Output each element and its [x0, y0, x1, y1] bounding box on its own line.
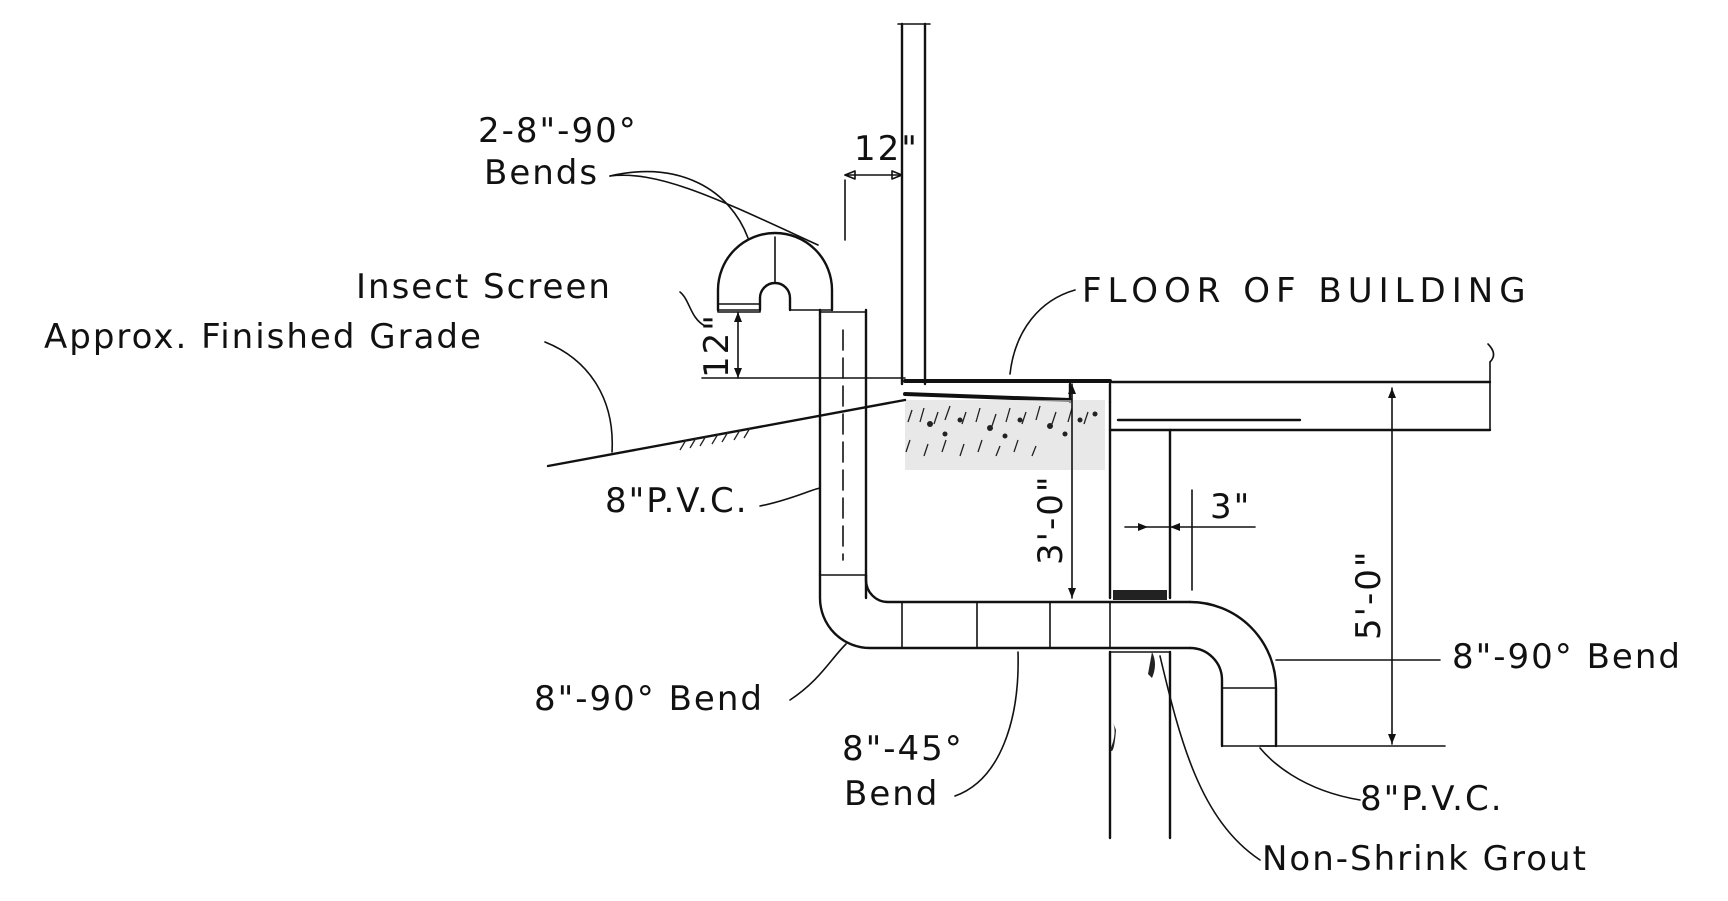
floor-slab — [903, 343, 1495, 432]
dimension-wall-3: 3" — [1124, 487, 1256, 591]
dimension-offset-12: 12" — [844, 129, 919, 241]
bends-top-label-line2: Bends — [484, 153, 599, 193]
vent-height-12-label: 12" — [697, 313, 737, 378]
horizontal-pipe-run — [818, 573, 1278, 748]
insect-screen-label: Insect Screen — [356, 267, 612, 307]
building-wall — [897, 22, 931, 386]
grout-label: Non-Shrink Grout — [1262, 839, 1588, 879]
pvc-right-label: 8"P.V.C. — [1360, 779, 1504, 819]
pvc-left-label: 8"P.V.C. — [605, 481, 749, 521]
dimension-vent-height-12: 12" — [697, 311, 906, 379]
finished-grade-label: Approx. Finished Grade — [44, 317, 483, 357]
leader-lines — [544, 170, 1441, 861]
bend-45-label-line1: 8"-45° — [842, 729, 964, 769]
return-bend-cap — [716, 231, 834, 313]
dimension-depth-3ft: 3'-0" — [1031, 383, 1076, 599]
gravel-fill — [905, 400, 1105, 470]
bends-top-label-line1: 2-8"-90° — [478, 111, 638, 151]
bend-right-label: 8"-90° Bend — [1452, 637, 1682, 677]
dimension-depth-5ft: 5'-0" — [1259, 387, 1446, 747]
wall-3-label: 3" — [1210, 487, 1251, 527]
floor-of-building-label: FLOOR OF BUILDING — [1082, 271, 1532, 311]
depth-5ft-label: 5'-0" — [1349, 549, 1389, 640]
finished-grade-line — [546, 398, 907, 468]
bend-45-label-line2: Bend — [844, 774, 939, 814]
depth-3ft-label: 3'-0" — [1031, 474, 1071, 565]
vertical-riser-pipe — [818, 308, 868, 600]
annotation-labels: 2-8"-90° Bends Insect Screen Approx. Fin… — [44, 111, 1682, 879]
bend-left-label: 8"-90° Bend — [534, 679, 764, 719]
foundation-wall — [1108, 400, 1172, 840]
offset-12-label: 12" — [854, 129, 919, 169]
